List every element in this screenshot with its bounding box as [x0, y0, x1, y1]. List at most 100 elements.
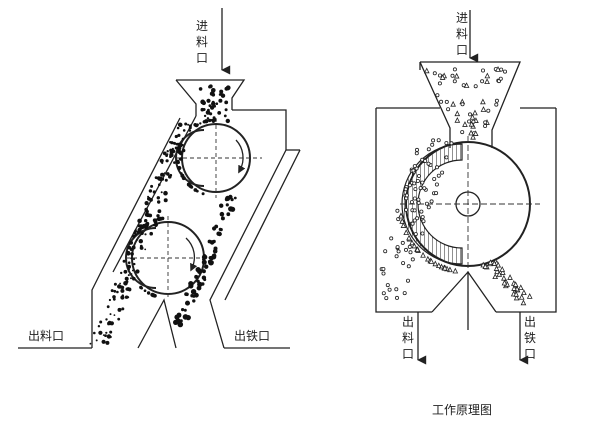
- non-magnetic-particle: [163, 198, 168, 203]
- iron-particle: [230, 206, 236, 212]
- right-outlet-material-char-2: 料: [402, 331, 414, 345]
- non-magnetic-particle: [156, 214, 160, 218]
- non-magnetic-particle: [406, 264, 411, 269]
- iron-particle: [134, 233, 138, 236]
- non-magnetic-particle: [179, 151, 183, 156]
- magnetic-particle: [469, 113, 476, 120]
- non-magnetic-particle: [467, 119, 472, 124]
- iron-particle: [129, 240, 133, 245]
- non-magnetic-particle: [395, 245, 400, 250]
- iron-particle: [201, 192, 205, 196]
- iron-particle: [190, 185, 194, 189]
- right-outlet-material-char-1: 出: [402, 315, 414, 329]
- non-magnetic-particle: [140, 231, 144, 235]
- magnetic-particle: [495, 261, 502, 268]
- non-magnetic-particle: [109, 330, 113, 334]
- non-magnetic-particle: [150, 184, 154, 188]
- non-magnetic-particle: [407, 244, 412, 249]
- non-magnetic-particle: [413, 232, 418, 237]
- non-magnetic-particle: [105, 318, 108, 321]
- non-magnetic-particle: [418, 186, 423, 191]
- non-magnetic-particle: [120, 271, 123, 275]
- non-magnetic-particle: [401, 261, 406, 266]
- non-magnetic-particle: [131, 269, 134, 272]
- non-magnetic-particle: [400, 240, 405, 245]
- non-magnetic-particle: [426, 161, 431, 166]
- non-magnetic-particle: [385, 283, 390, 288]
- non-magnetic-particle: [99, 320, 103, 324]
- non-magnetic-particle: [144, 248, 147, 251]
- feed-particle: [209, 91, 214, 96]
- non-magnetic-particle: [408, 250, 413, 255]
- non-magnetic-particle: [429, 199, 434, 204]
- non-magnetic-particle: [494, 98, 499, 103]
- right-inlet-char-1: 进: [456, 11, 468, 25]
- iron-particle: [201, 269, 206, 274]
- right-separator-diagram: 进 料 口 出: [375, 10, 557, 365]
- non-magnetic-particle: [174, 134, 178, 139]
- non-magnetic-particle: [159, 158, 164, 163]
- non-magnetic-particle: [483, 120, 488, 125]
- non-magnetic-particle: [173, 161, 176, 164]
- iron-particle: [127, 264, 131, 269]
- feed-particle: [211, 100, 215, 104]
- non-magnetic-particle: [104, 334, 107, 337]
- magnetic-particle: [480, 98, 486, 105]
- non-magnetic-particle: [121, 285, 125, 290]
- feed-particle: [210, 105, 215, 110]
- iron-particle: [219, 203, 224, 208]
- left-inlet-char-3: 口: [196, 51, 208, 65]
- non-magnetic-particle: [389, 236, 394, 241]
- iron-particle: [225, 203, 229, 207]
- non-magnetic-particle: [95, 339, 98, 342]
- non-magnetic-particle: [446, 107, 451, 112]
- right-inlet-char-3: 口: [456, 43, 468, 57]
- non-magnetic-particle: [471, 119, 476, 124]
- magnetic-particle: [526, 293, 533, 299]
- feed-particle: [206, 117, 210, 120]
- iron-particle: [225, 195, 231, 201]
- non-magnetic-particle: [106, 305, 110, 309]
- iron-particle: [219, 211, 225, 217]
- non-magnetic-particle: [187, 123, 190, 126]
- magnetic-particle: [492, 273, 499, 280]
- non-magnetic-particle: [395, 208, 400, 213]
- magnetic-particle: [499, 269, 506, 275]
- non-magnetic-particle: [384, 296, 389, 301]
- non-magnetic-particle: [483, 124, 488, 129]
- non-magnetic-particle: [403, 247, 408, 252]
- iron-particle: [202, 254, 207, 258]
- magnetic-particle: [468, 129, 474, 136]
- non-magnetic-particle: [170, 148, 174, 152]
- non-magnetic-particle: [97, 325, 101, 328]
- non-magnetic-particle: [130, 277, 132, 280]
- non-magnetic-particle: [153, 222, 158, 227]
- non-magnetic-particle: [157, 176, 160, 179]
- non-magnetic-particle: [415, 216, 420, 221]
- magnetic-particle: [511, 285, 517, 291]
- non-magnetic-particle: [434, 191, 439, 196]
- feed-particle: [219, 89, 224, 94]
- non-magnetic-particle: [394, 287, 399, 292]
- non-magnetic-particle: [414, 151, 419, 156]
- magnetic-particle: [423, 67, 430, 74]
- magnetic-particle: [484, 78, 490, 85]
- non-magnetic-particle: [473, 84, 478, 89]
- non-magnetic-particle: [152, 190, 156, 194]
- left-outlet-iron-label: 出铁口: [234, 329, 270, 343]
- feed-particle: [208, 118, 212, 123]
- magnetic-particle: [470, 133, 476, 140]
- magnetic-particle: [501, 279, 508, 286]
- iron-particle: [202, 257, 205, 261]
- non-magnetic-particle: [412, 196, 417, 201]
- non-magnetic-particle: [486, 108, 491, 113]
- non-magnetic-particle: [461, 83, 466, 88]
- magnetic-particle: [399, 218, 406, 224]
- non-magnetic-particle: [449, 141, 454, 146]
- non-magnetic-particle: [127, 296, 130, 299]
- magnetic-particle: [398, 212, 404, 219]
- feed-particle: [224, 100, 229, 105]
- iron-particle: [196, 123, 199, 127]
- iron-particle: [211, 253, 217, 259]
- magnetic-particle: [450, 100, 456, 107]
